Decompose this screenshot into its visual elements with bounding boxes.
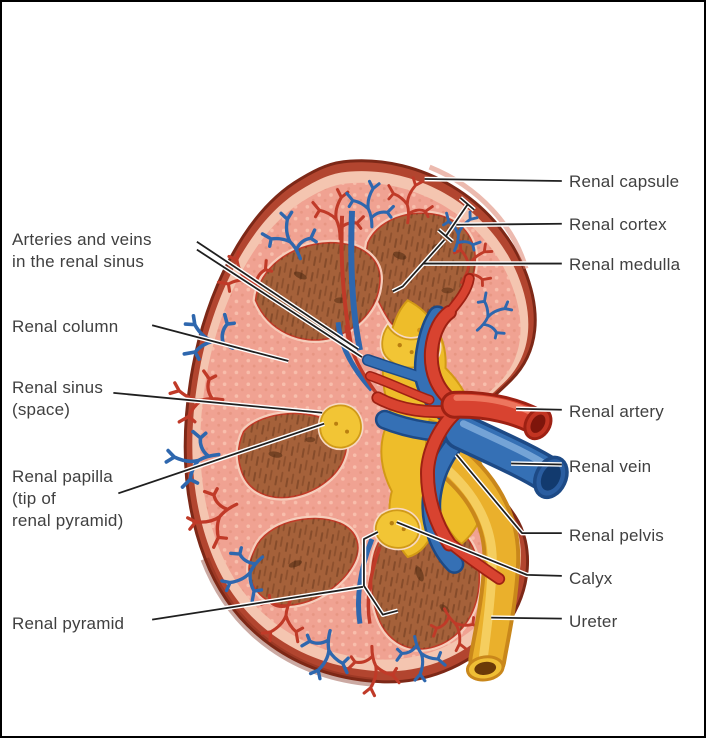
label-renal-pelvis: Renal pelvis bbox=[569, 526, 665, 545]
label-renal-capsule: Renal capsule bbox=[569, 172, 680, 191]
label-renal-artery: Renal artery bbox=[569, 402, 664, 421]
label-renal-medulla: Renal medulla bbox=[569, 255, 681, 274]
label-renal-pyramid: Renal pyramid bbox=[12, 614, 125, 633]
calyces bbox=[320, 326, 439, 548]
label-renal-sinus: Renal sinus (space) bbox=[12, 378, 104, 419]
label-ureter: Ureter bbox=[569, 612, 618, 631]
label-renal-cortex: Renal cortex bbox=[569, 215, 667, 234]
renal-artery-vessel bbox=[364, 273, 553, 585]
label-renal-vein: Renal vein bbox=[569, 457, 652, 476]
label-renal-column: Renal column bbox=[12, 317, 119, 336]
cortex-vessel-trees bbox=[162, 172, 524, 698]
label-calyx: Calyx bbox=[569, 569, 613, 588]
pyramid-mid-left bbox=[238, 414, 346, 498]
label-renal-papilla: Renal papilla (tip of renal pyramid) bbox=[12, 467, 124, 530]
label-arteries-veins-sinus: Arteries and veins in the renal sinus bbox=[12, 230, 152, 271]
kidney-body bbox=[183, 159, 537, 687]
pyramid-bottom-left bbox=[249, 518, 358, 605]
